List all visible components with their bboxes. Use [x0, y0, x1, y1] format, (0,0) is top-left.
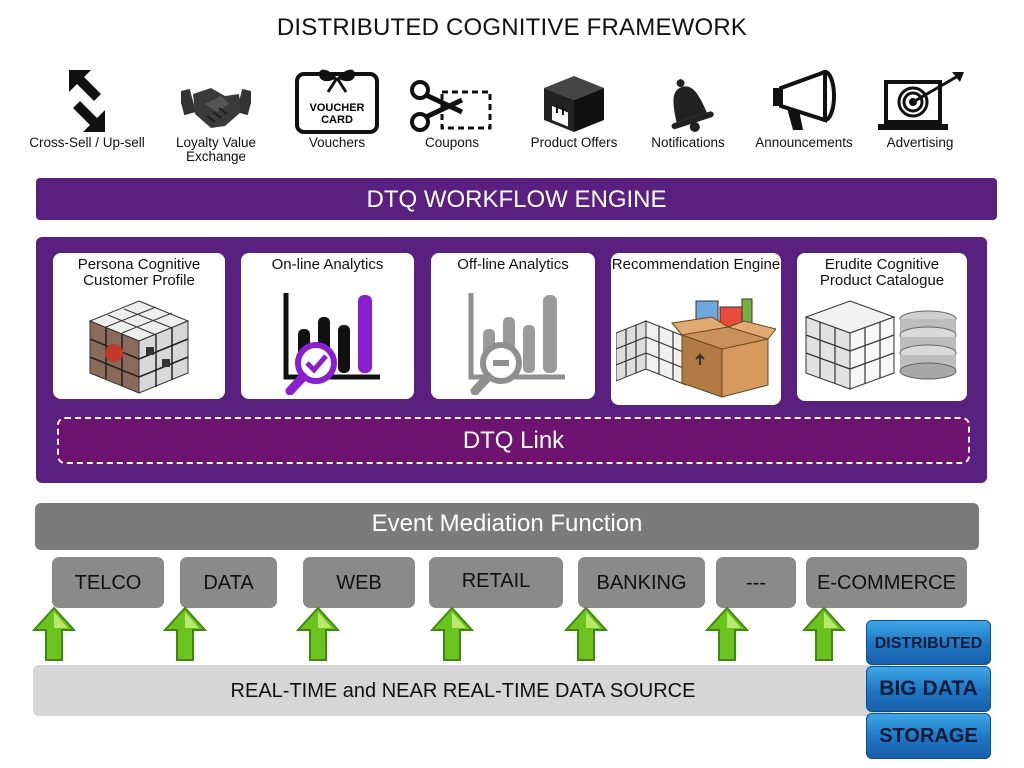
channel-advertising: Advertising [860, 62, 980, 150]
module-recommendation: Recommendation Engine [611, 253, 781, 405]
product-box-icon [514, 62, 634, 134]
up-arrow-icon [296, 606, 340, 661]
source-telco: TELCO [52, 557, 164, 608]
up-arrow-icon [430, 606, 474, 661]
storage-block-distributed: DISTRIBUTED [866, 620, 991, 665]
voucher-word: VOUCHER [309, 102, 364, 114]
up-arrow-icon [705, 606, 749, 661]
online-analytics-chart-icon [241, 291, 414, 395]
channel-cross-sell: Cross-Sell / Up-sell [27, 62, 147, 150]
channel-notifications: Notifications [628, 62, 748, 150]
target-laptop-icon [860, 62, 980, 134]
source-other: --- [716, 557, 796, 608]
channel-coupons: Coupons [392, 62, 512, 150]
channel-vouchers: VOUCHER CARD Vouchers [277, 62, 397, 150]
diagram-title: DISTRIBUTED COGNITIVE FRAMEWORK [276, 14, 748, 41]
source-retail: RETAIL [429, 557, 563, 608]
handshake-icon [156, 62, 276, 134]
channel-announcements: Announcements [744, 62, 864, 150]
storage-block-big-data: BIG DATA [866, 666, 991, 712]
source-ecommerce: E-COMMERCE [806, 557, 967, 608]
up-arrow-icon [802, 606, 846, 661]
cross-sell-arrows-icon [27, 62, 147, 134]
dtq-link-bar: DTQ Link [57, 417, 970, 464]
source-banking: BANKING [578, 557, 705, 608]
source-data: DATA [180, 557, 277, 608]
workflow-engine-bar: DTQ WORKFLOW ENGINE [36, 178, 997, 220]
channel-loyalty: Loyalty Value Exchange [156, 62, 276, 164]
up-arrow-icon [32, 606, 76, 661]
voucher-card-icon: VOUCHER CARD [277, 62, 397, 134]
module-online-analytics: On-line Analytics [241, 253, 414, 399]
card-word: CARD [321, 114, 353, 126]
offline-analytics-chart-icon [431, 291, 595, 395]
channel-product-offers: Product Offers [514, 62, 634, 150]
big-data-storage-stack: DISTRIBUTED BIG DATA STORAGE [866, 620, 991, 759]
module-offline-analytics: Off-line Analytics [431, 253, 595, 399]
bell-icon [628, 62, 748, 134]
persona-cube-icon [53, 295, 225, 395]
cognitive-modules-panel: Persona Cognitive Customer Profile On-li… [36, 237, 987, 483]
module-catalogue: Erudite Cognitive Product Catalogue [797, 253, 967, 401]
up-arrow-icon [163, 606, 207, 661]
source-web: WEB [303, 557, 415, 608]
storage-block-storage: STORAGE [866, 713, 991, 759]
up-arrow-icon [564, 606, 608, 661]
event-mediation-bar: Event Mediation Function [35, 503, 979, 550]
module-persona: Persona Cognitive Customer Profile [53, 253, 225, 399]
realtime-data-source-bar: REAL-TIME and NEAR REAL-TIME DATA SOURCE [33, 665, 893, 716]
recommendation-box-icon [611, 293, 781, 401]
scissors-coupon-icon [392, 62, 512, 134]
catalogue-database-icon [797, 293, 967, 397]
megaphone-icon [744, 62, 864, 134]
